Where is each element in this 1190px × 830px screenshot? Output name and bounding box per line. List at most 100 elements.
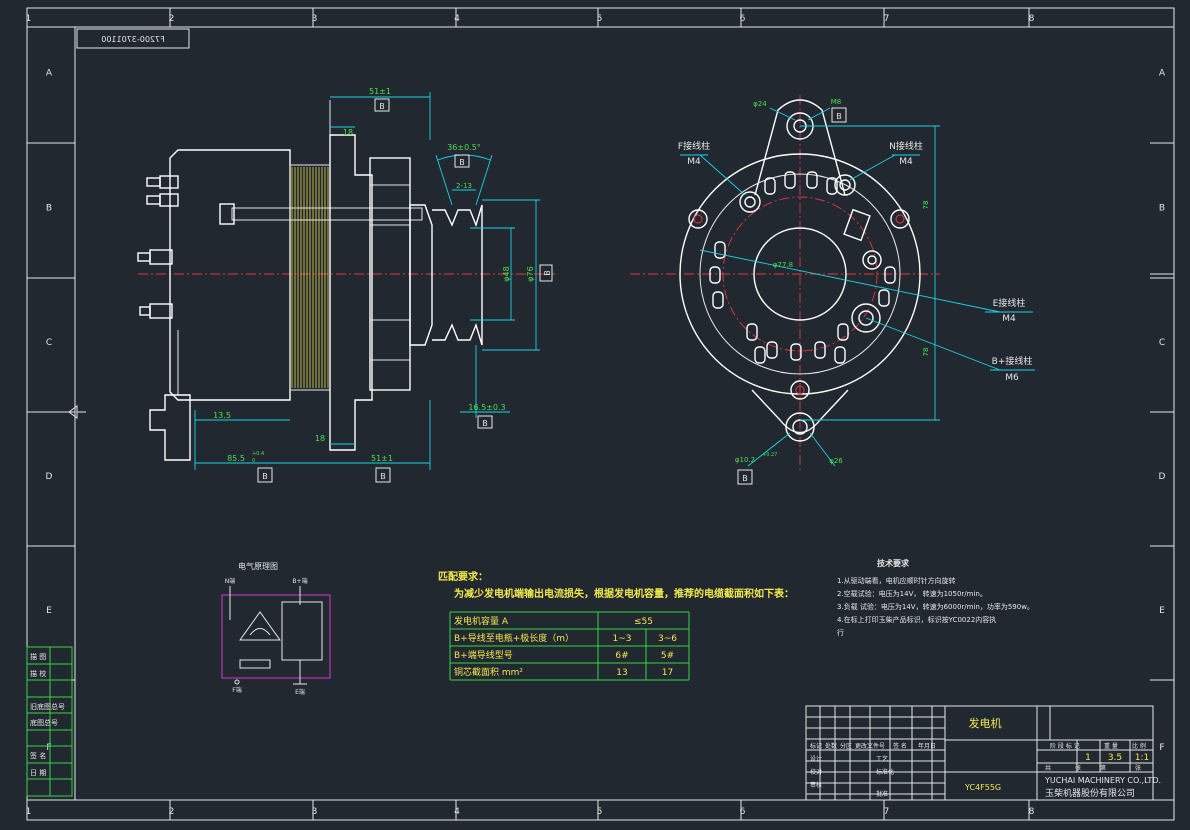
table-cell: B+导线至电瓶+极长度（m） xyxy=(454,632,574,644)
row-label-right: E xyxy=(1159,606,1165,616)
dim-m8: M8 xyxy=(831,98,842,106)
svg-text:B: B xyxy=(543,270,552,276)
tech-line-5: 行 xyxy=(837,628,844,637)
side-view: 51±1 18 13.5 18 51±1 85.5 +0.4 0 36±0.5°… xyxy=(137,87,555,483)
col-label-top: 6 xyxy=(740,14,746,24)
callout-n: N接线柱 xyxy=(889,140,923,152)
col-label-top: 4 xyxy=(454,14,460,24)
svg-text:张: 张 xyxy=(1135,764,1141,772)
svg-text:B: B xyxy=(459,158,465,167)
front-bracket xyxy=(329,134,373,451)
vent-slot xyxy=(764,177,776,195)
svg-text:B: B xyxy=(379,102,385,111)
table-cell: B+端导线型号 xyxy=(454,649,513,661)
vent-slot xyxy=(714,241,726,259)
tech-line-4: 4.在标上打印玉柴产品标识，标识按YC0022内容执 xyxy=(837,615,996,624)
req-intro: 为减少发电机端输出电流损失，根据发电机容量，推荐的电缆截面积如下表： xyxy=(454,587,794,600)
dim-76: φ76 xyxy=(526,266,535,281)
weight: 3.5 xyxy=(1108,753,1122,763)
company-cn: 玉柴机器股份有限公司 xyxy=(1045,787,1135,799)
svg-text:标准化: 标准化 xyxy=(876,768,894,776)
dim-2-13: 2-13 xyxy=(456,182,472,190)
tech-line-1: 1.从驱动端看，电机应顺时针方向旋转 xyxy=(837,576,956,585)
svg-text:设计: 设计 xyxy=(810,755,822,763)
row-label-left: C xyxy=(46,338,52,348)
svg-text:更改文件号: 更改文件号 xyxy=(855,742,885,750)
svg-text:比 例: 比 例 xyxy=(1132,742,1146,750)
col-label-bottom: 7 xyxy=(884,807,890,817)
vent-slot xyxy=(790,343,802,361)
col-label-bottom: 4 xyxy=(454,807,460,817)
svg-text:B: B xyxy=(836,112,842,121)
electrical-schematic: 电气原理图 N端 B+端 F端 E端 xyxy=(221,561,331,696)
table-cell: 5# xyxy=(661,651,674,661)
part-code-text: F7200-3701100 xyxy=(101,35,164,44)
svg-text:分区: 分区 xyxy=(840,742,852,750)
dim-36: 36±0.5° xyxy=(447,143,481,152)
dim-85-tol-low: 0 xyxy=(252,458,255,464)
col-label-bottom: 3 xyxy=(312,807,318,817)
dim-51-top: 51±1 xyxy=(369,87,391,96)
col-label-bottom: 1 xyxy=(26,807,32,817)
datum-boxes-side: B B B B B B xyxy=(257,98,553,483)
row-label-left: D xyxy=(46,472,53,482)
center-bore xyxy=(753,227,847,321)
col-label-top: 2 xyxy=(169,14,175,24)
mount-foot xyxy=(149,394,191,461)
svg-text:年月日: 年月日 xyxy=(918,742,936,750)
front-view: φ24 M8 B φ77.8 78 78 φ10.2 +0.27 φ26 B F… xyxy=(630,95,1035,485)
dim-13-5: 13.5 xyxy=(213,411,231,420)
tech-title: 技术要求 xyxy=(877,558,910,568)
vent-slot xyxy=(746,323,758,341)
scale: 1:1 xyxy=(1135,753,1149,763)
table-cell: 6# xyxy=(615,651,628,661)
row-label-left: E xyxy=(46,606,52,616)
terminal-studs xyxy=(137,175,179,319)
table-cell: 13 xyxy=(616,668,627,678)
svg-text:校对: 校对 xyxy=(810,768,822,776)
table-cell: 发电机容量 A xyxy=(454,615,509,627)
table-cell: 3~6 xyxy=(658,634,677,644)
svg-text:工艺: 工艺 xyxy=(876,755,888,763)
callout-e-thread: M4 xyxy=(1002,314,1016,324)
row-label-right: D xyxy=(1159,472,1166,482)
req-heading: 匹配要求： xyxy=(438,570,488,583)
left-strip-label: 签 名 xyxy=(30,751,46,760)
dim-24: φ24 xyxy=(753,100,767,108)
vent-slot xyxy=(806,171,818,189)
svg-text:B: B xyxy=(482,419,488,428)
col-label-top: 8 xyxy=(1029,14,1035,24)
svg-text:标记: 标记 xyxy=(810,742,822,750)
col-label-bottom: 8 xyxy=(1029,807,1035,817)
tech-line-2: 2.空载试验：电压为14V， 转速为1050r/min。 xyxy=(837,589,987,598)
bolts xyxy=(688,174,910,400)
svg-text:B: B xyxy=(742,474,748,483)
svg-text:处数: 处数 xyxy=(825,742,837,750)
row-label-right: C xyxy=(1159,338,1165,348)
dim-26: φ26 xyxy=(829,457,843,465)
dim-18-bottom: 18 xyxy=(315,434,325,443)
left-strip-label: 旧底图总号 xyxy=(30,702,65,711)
col-label-top: 1 xyxy=(26,14,32,24)
dim-85-tol: +0.4 xyxy=(252,451,264,457)
vent-slot xyxy=(834,346,846,364)
svg-text:重 量: 重 量 xyxy=(1104,742,1118,750)
svg-text:F端: F端 xyxy=(232,686,241,694)
vent-slot xyxy=(814,341,826,359)
row-label-right: B xyxy=(1159,204,1165,214)
vent-slot xyxy=(878,289,890,307)
dim-78-top: 78 xyxy=(922,201,930,210)
col-label-bottom: 5 xyxy=(597,807,603,817)
left-strip-label: 底图总号 xyxy=(30,718,58,727)
tech-line-3: 3.负载 试验：电压为14V，转速为6000r/min，功率为590w。 xyxy=(837,602,1034,611)
col-label-top: 3 xyxy=(312,14,318,24)
schematic-title: 电气原理图 xyxy=(238,561,278,571)
svg-text:E端: E端 xyxy=(295,688,305,696)
svg-text:B+端: B+端 xyxy=(292,577,307,585)
side-dimensions xyxy=(194,92,540,470)
dim-48: φ48 xyxy=(502,266,511,281)
svg-text:阶 段 标 记: 阶 段 标 记 xyxy=(1050,742,1080,750)
drawing-model: YC4F55G xyxy=(964,783,1001,792)
